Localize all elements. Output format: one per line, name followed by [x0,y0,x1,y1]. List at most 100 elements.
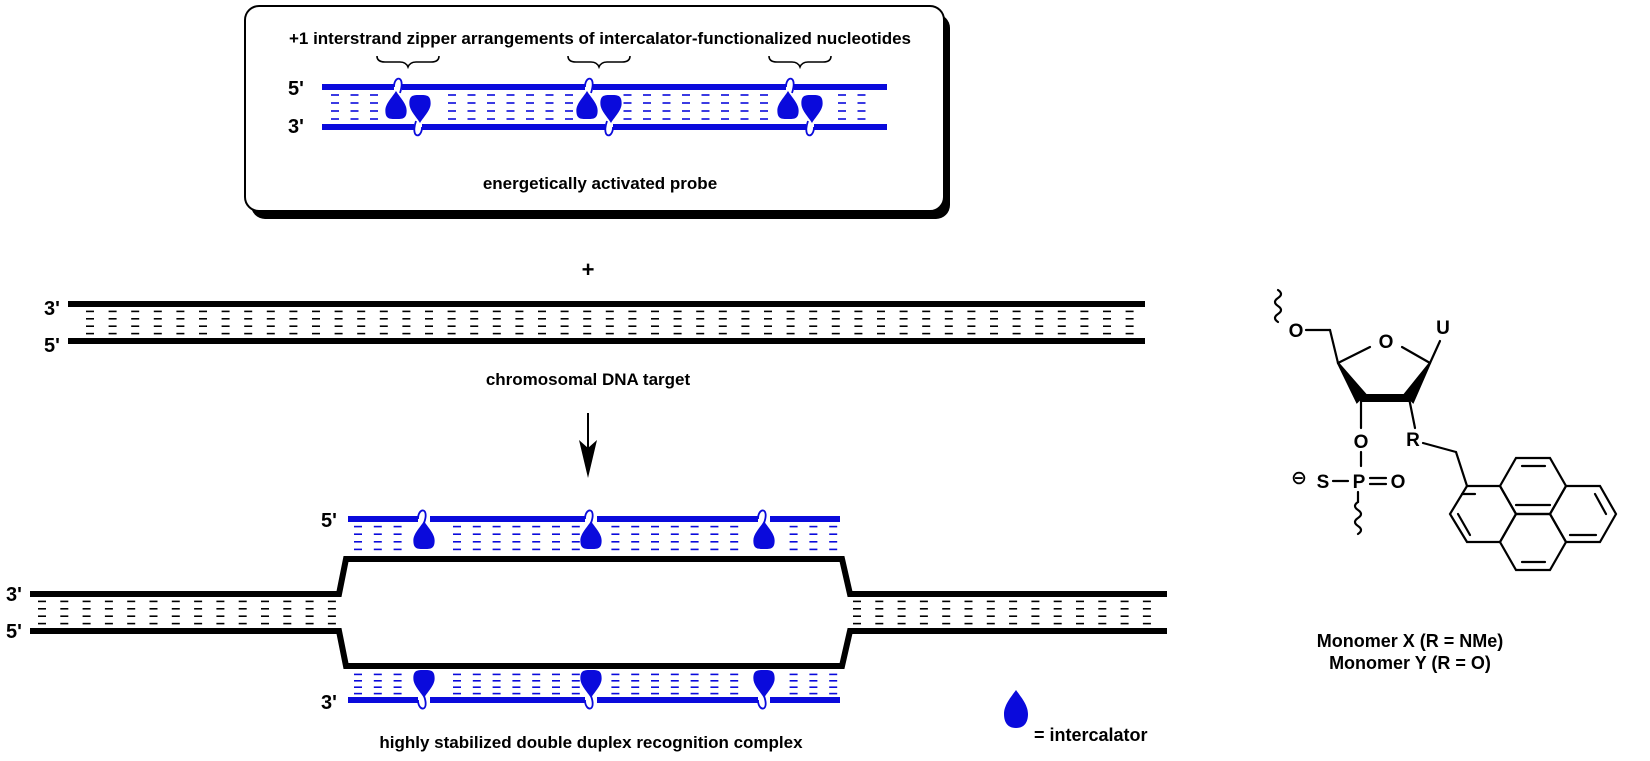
legend-intercalator-shape [1004,690,1028,728]
complex-probe-base-pair [651,525,659,551]
target-base-pair [673,310,682,335]
bond-c2-r [1407,396,1417,430]
complex-target-base-pair [104,600,113,625]
intercalator-bottom-3 [801,95,823,123]
probe-base-pair [662,94,671,120]
complex-probe-base-pair [492,525,501,551]
target-base-pair [425,310,433,335]
complex-target-base-pair [1098,600,1107,625]
atom-sulfur: S [1317,472,1330,493]
atom-p-oxygen: O [1391,472,1406,493]
bond-c4-o4 [1336,345,1372,365]
complex-probe-base-pair [453,525,461,551]
zipper-brace-1 [376,55,440,70]
complex-target-base-pair [82,600,91,625]
complex-probe-base-pair [809,525,818,551]
pyrene-dbl-a2 [1456,512,1472,537]
complex-target-base-pair [1009,600,1018,625]
target-base-pair [131,310,140,335]
probe-base-pair [721,94,729,120]
target-base-pair [741,310,750,335]
probe-base-pair [682,94,690,120]
complex-probe-base-pair [829,673,838,695]
complex-probe-base-pair [571,673,580,695]
probe-base-pair [350,94,359,120]
complex-target-base-pair [1031,600,1040,625]
lower-probe-intercalator-3 [753,670,775,698]
monomer-structure [1273,288,1618,572]
target-base-pair [289,310,298,335]
target-base-pair [786,310,795,335]
complex-target-base-pair [283,600,292,625]
target-base-pair [831,310,840,335]
complex-target-base-pair [216,600,225,625]
probe-base-pair [857,94,866,120]
probe-base-pair [370,94,378,120]
probe-box: +1 interstrand zipper arrangements of in… [244,5,950,219]
legend-intercalator-label: = intercalator [1034,725,1148,745]
target-base-pair [176,310,185,335]
target-base-pair [1080,310,1089,335]
intercalator-linker [393,77,403,94]
pyrene-ring-a [1448,484,1518,544]
target-base-pair [651,310,659,335]
complex-probe-base-pair [472,525,481,551]
complex-probe-base-pair [631,673,640,695]
complex-probe-base-pair [532,673,541,695]
monomer-x-name: Monomer X (R = NMe) [1317,631,1504,651]
complex-caption: highly stabilized double duplex recognit… [379,733,803,752]
probe-base-pair [760,94,768,120]
probe-base-pair [506,94,515,120]
target-dna: 3' 5' chromosomal DNA target [44,298,1145,389]
target-base-pair [922,310,931,335]
complex-probe-base-pair [611,525,620,551]
complex-probe-base-pair [809,673,818,695]
target-base-pair [470,310,479,335]
probe-base-pair [448,94,456,120]
probe-base-pair [565,94,573,120]
target-base-pair [153,310,162,335]
complex-probe-base-pair [710,673,719,695]
complex-upper-5prime-label: 5' [321,510,337,532]
target-base-pair [1125,310,1134,335]
complex-target-base-pair [327,600,336,625]
complex-probe-base-pair [373,673,382,695]
target-base-pair [266,310,275,335]
zipper-label: +1 interstrand zipper arrangements of in… [289,29,911,48]
upper-probe-intercalator-3 [753,521,775,549]
atom-r: R [1406,430,1420,451]
complex-target-base-pair [1076,600,1084,625]
pyrene-ring-system [1448,456,1618,572]
intercalator-bottom-1 [409,95,431,123]
complex-target-base-pair [261,600,269,625]
intercalator-linker [604,120,614,137]
probe-base-pair [487,94,495,120]
target-base-pair [379,310,388,335]
probe-duplex [322,77,887,137]
complex-probe-base-pair [492,673,501,695]
intercalator-linker [417,695,427,710]
wedge-c4-c3 [1337,362,1367,404]
target-base-pair [86,310,94,335]
target-base-pair [990,310,998,335]
complex-lower-3prime-label: 3' [321,692,337,714]
complex-probe-base-pair [552,525,560,551]
target-base-pair [221,310,230,335]
complex-probe-base-pair [690,525,699,551]
probe-3prime-label: 3' [288,116,304,138]
target-base-pair [944,310,953,335]
complex-target-base-pair [964,600,973,625]
atom-o5: O [1289,321,1304,342]
probe-caption: energetically activated probe [483,174,717,193]
bond-o4-c1 [1400,345,1432,365]
complex-probe-base-pair [670,525,679,551]
probe-base-pair [623,94,632,120]
complex-target-base-pair [149,600,158,625]
lower-probe-intercalator-1 [413,670,435,698]
complex-probe-base-pair [789,525,798,551]
bond-c5-c4 [1328,328,1340,365]
wavy-bond-top [1273,288,1283,324]
recognition-complex: 5' 3' 3' 5' highly stabilized double dup… [6,509,1167,752]
target-base-pair [696,310,705,335]
